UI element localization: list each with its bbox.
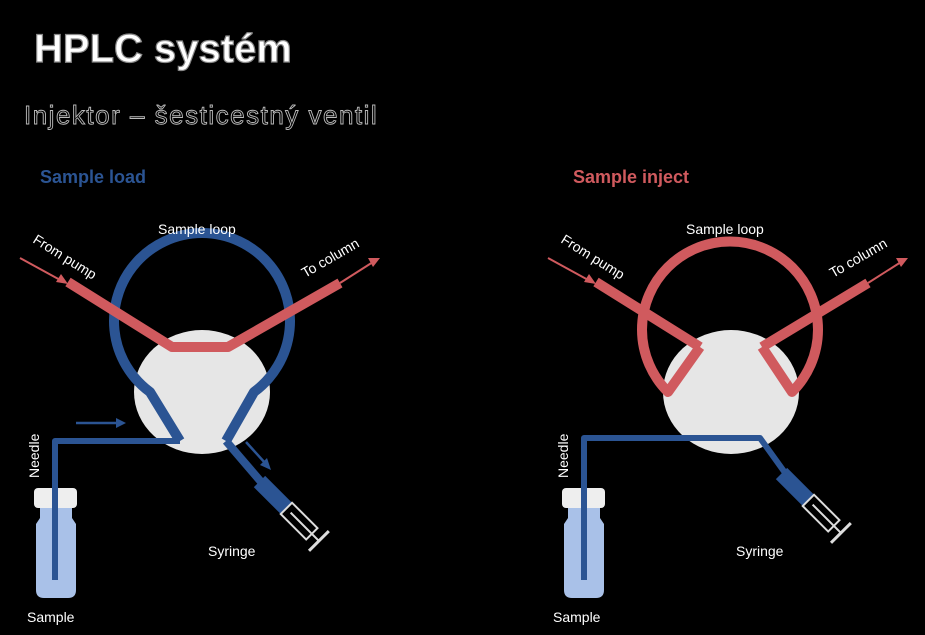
syringe: [253, 475, 330, 552]
needle-line: [581, 435, 799, 490]
flow-arrow-syringe: [245, 441, 271, 470]
sample-inject-label: Sample inject: [573, 167, 689, 187]
syringe: [775, 467, 852, 544]
mobile-phase-path: [65, 277, 343, 352]
from-pump-label: From pump: [30, 231, 99, 283]
flow-arrow-needle: [76, 418, 126, 428]
sample-load-label: Sample load: [40, 167, 146, 187]
sample-inject-panel: Sample inject: [547, 167, 908, 625]
sample-vial: [34, 488, 77, 598]
valve-body: [663, 330, 799, 454]
sample-label: Sample: [27, 609, 75, 625]
from-pump-label: From pump: [558, 231, 627, 283]
sample-loop-label: Sample loop: [158, 221, 236, 237]
to-column-label: To column: [827, 235, 890, 281]
sample-label: Sample: [553, 609, 601, 625]
syringe-label: Syringe: [736, 543, 784, 559]
sample-loop-label: Sample loop: [686, 221, 764, 237]
from-pump-arrow: [547, 257, 596, 284]
sample-load-panel: Sample load: [19, 167, 380, 625]
sample-vial: [562, 488, 605, 598]
page-subtitle: Injektor – šesticestný ventil: [24, 100, 378, 130]
needle-label: Needle: [555, 433, 571, 478]
loop-to-column-path: [759, 278, 871, 352]
to-column-arrow: [867, 258, 908, 284]
needle-line: [52, 438, 180, 488]
needle-label: Needle: [26, 433, 42, 478]
page-title: HPLC systém: [34, 27, 292, 71]
sample-loop: [637, 236, 823, 397]
to-column-label: To column: [299, 235, 362, 281]
pump-to-loop-path: [593, 277, 703, 352]
from-pump-arrow: [19, 257, 68, 284]
to-column-arrow: [339, 258, 380, 284]
sample-loop: [109, 228, 295, 444]
syringe-label: Syringe: [208, 543, 256, 559]
